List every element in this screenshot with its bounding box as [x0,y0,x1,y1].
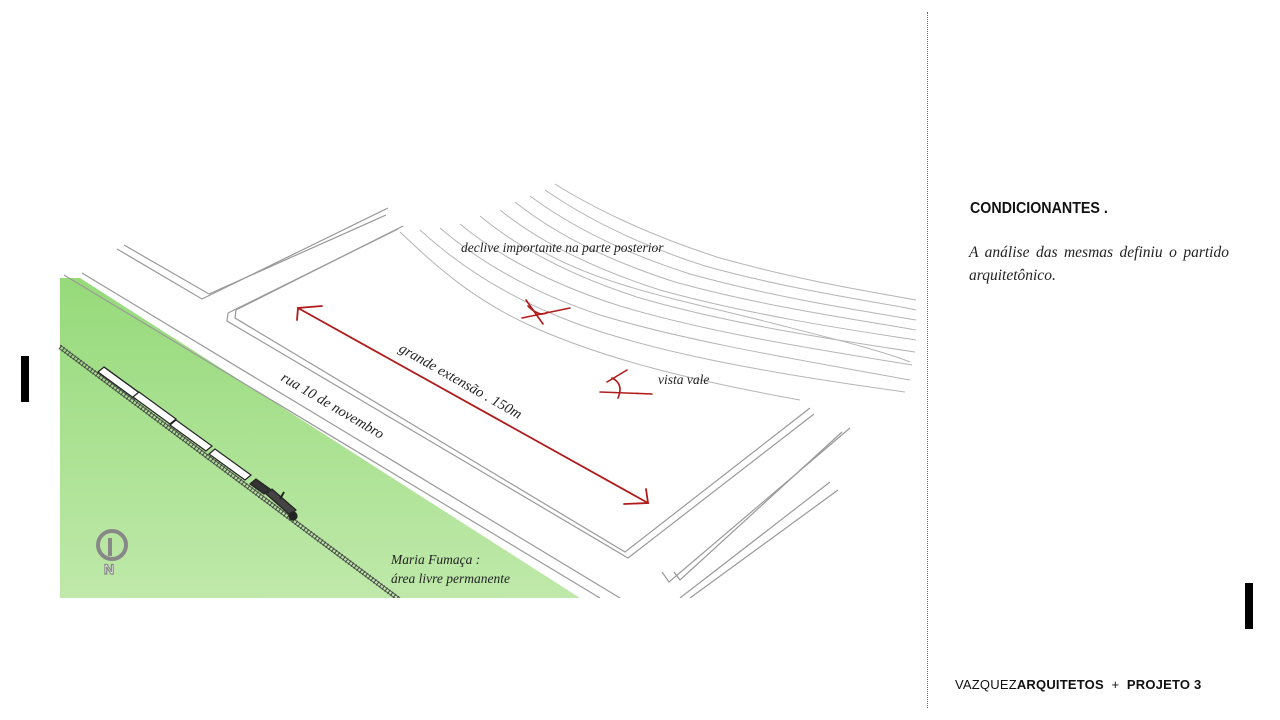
train-icon [97,366,298,521]
train-label-line2: área livre permanente [391,571,510,586]
extension-label: grande extensão . 150m [396,341,524,423]
panel-title: CONDICIONANTES . [970,200,1108,217]
view-label: vista vale [658,372,709,387]
footer-project: PROJETO 3 [1126,677,1202,692]
site-diagram: N declive importante na parte posterior … [58,183,917,598]
footer-brand-regular: VAZQUEZ [955,677,1017,692]
eye-icon [521,299,653,399]
footer-separator: + [1111,677,1120,692]
north-arrow-icon: N [96,529,128,578]
streets [63,207,851,598]
footer-credit: VAZQUEZARQUITETOS + PROJETO 3 [955,677,1201,692]
panel-body: A análise das mesmas definiu o partido a… [969,244,1229,284]
contour-lines [399,183,917,401]
railway-track [58,344,402,598]
footer-brand-bold: ARQUITETOS [1016,677,1104,692]
north-label: N [104,561,114,577]
slope-label: declive importante na parte posterior [461,240,664,255]
right-marker-bar [1245,583,1253,629]
extension-arrow [296,305,650,505]
vertical-divider [927,12,928,708]
train-label-line1: Maria Fumaça : [390,552,480,567]
left-marker-bar [21,356,29,402]
green-free-area [60,278,580,598]
